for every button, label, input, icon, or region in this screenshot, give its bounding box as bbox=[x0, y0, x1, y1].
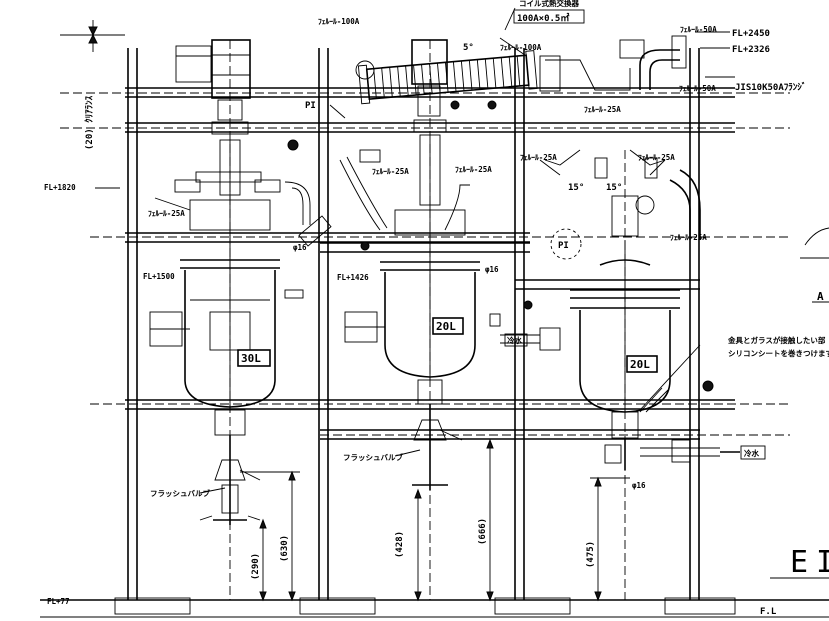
vessel-20l-mid-label: 20L bbox=[436, 320, 456, 333]
ferrule-100a-label-a: ﾌｪﾙｰﾙ-100A bbox=[318, 17, 360, 26]
title-block-partial bbox=[770, 227, 829, 579]
pi-right-label: PI bbox=[558, 241, 569, 251]
coolant-piping bbox=[500, 327, 740, 463]
flush-valve-mid-label: フラッシュバルブ bbox=[343, 452, 403, 462]
note-line1: 金具とガラスが接触したい部 bbox=[727, 335, 826, 345]
floor-line bbox=[40, 597, 829, 618]
fl-2326-label: FL+2326 bbox=[732, 45, 770, 55]
ferrule-25a-mid2-label: ﾌｪﾙｰﾙ-25A bbox=[455, 165, 492, 174]
ferrule-50a-label-a: ﾌｪﾙｰﾙ-50A bbox=[680, 25, 717, 34]
phi16-label-c: φ16 bbox=[632, 481, 646, 490]
phi16-label-b: φ16 bbox=[485, 265, 499, 274]
angle-5-label: 5° bbox=[463, 43, 474, 53]
coolant-right-label: 冷水 bbox=[744, 448, 759, 458]
dim-666-label: (666) bbox=[478, 518, 488, 545]
ferrule-25a-right1-label: ﾌｪﾙｰﾙ-25A bbox=[584, 105, 621, 114]
ferrule-25a-right4-label: ﾌｪﾙｰﾙ-25A bbox=[670, 233, 707, 242]
ferrule-100a-label-b: ﾌｪﾙｰﾙ-100A bbox=[500, 43, 542, 52]
fl-label: F.L bbox=[760, 607, 777, 617]
reactor-middle-20l bbox=[339, 39, 501, 490]
ferrule-25a-right2-label: ﾌｪﾙｰﾙ-25A bbox=[638, 153, 675, 162]
reactor-left-30l bbox=[149, 39, 332, 525]
clearance-label: (20) ｸﾘｱﾗﾝｽ bbox=[84, 95, 95, 150]
ferrule-25a-right3-label: ﾌｪﾙｰﾙ-25A bbox=[520, 153, 557, 162]
vessel-20l-right-label: 20L bbox=[630, 358, 650, 371]
coolant-mid-label: 冷水 bbox=[507, 335, 522, 345]
angle-15a-label: 15° bbox=[568, 183, 584, 193]
partial-title-label: EI bbox=[790, 545, 829, 580]
ferrule-50a-label-b: ﾌｪﾙｰﾙ-50A bbox=[679, 84, 716, 93]
dim-475-label: (475) bbox=[586, 541, 596, 568]
reactor-right-20l bbox=[523, 149, 714, 470]
dim-428-label: (428) bbox=[395, 531, 405, 558]
jis-flange-label: JIS10K50Aﾌﾗﾝｼﾞ bbox=[735, 81, 806, 93]
leader-lines bbox=[154, 37, 701, 494]
coil-hx-spec-box bbox=[513, 9, 585, 24]
phi16-label-a: φ16 bbox=[293, 243, 307, 252]
dimension-lines bbox=[240, 438, 630, 602]
coolant-right-box bbox=[740, 445, 766, 460]
fl-1820-label: FL+1820 bbox=[44, 183, 76, 192]
coil-hx-label: コイル式熱交換器 bbox=[519, 0, 579, 8]
frame-posts bbox=[127, 48, 700, 600]
fl-1426-label: FL+1426 bbox=[337, 273, 369, 282]
fl-2450-label: FL+2450 bbox=[732, 29, 770, 39]
frame-beams bbox=[125, 87, 735, 440]
coil-hx-spec-label: 100A×0.5㎡ bbox=[517, 12, 569, 24]
ferrule-25a-mid1-label: ﾌｪﾙｰﾙ-25A bbox=[372, 167, 409, 176]
dim-630-label: (630) bbox=[280, 535, 290, 562]
note-line2: シリコンシートを巻きつけます bbox=[728, 348, 829, 358]
level-markers bbox=[60, 20, 735, 601]
coolant-mid-box bbox=[504, 333, 528, 347]
fl-77-label: FL+77 bbox=[47, 597, 70, 606]
coil-heat-exchanger bbox=[355, 7, 687, 110]
pi-left-label: PI bbox=[305, 101, 316, 111]
partial-a-label: A bbox=[817, 290, 824, 303]
centre-lines bbox=[60, 40, 790, 600]
dim-290-label: (290) bbox=[251, 553, 261, 580]
fl-1500-label: FL+1500 bbox=[143, 272, 175, 281]
ferrule-25a-left-label: ﾌｪﾙｰﾙ-25A bbox=[148, 209, 185, 218]
vessel-30l-label: 30L bbox=[241, 352, 261, 365]
flush-valve-left-label: フラッシュバルブ bbox=[150, 488, 210, 498]
angle-15b-label: 15° bbox=[606, 183, 622, 193]
